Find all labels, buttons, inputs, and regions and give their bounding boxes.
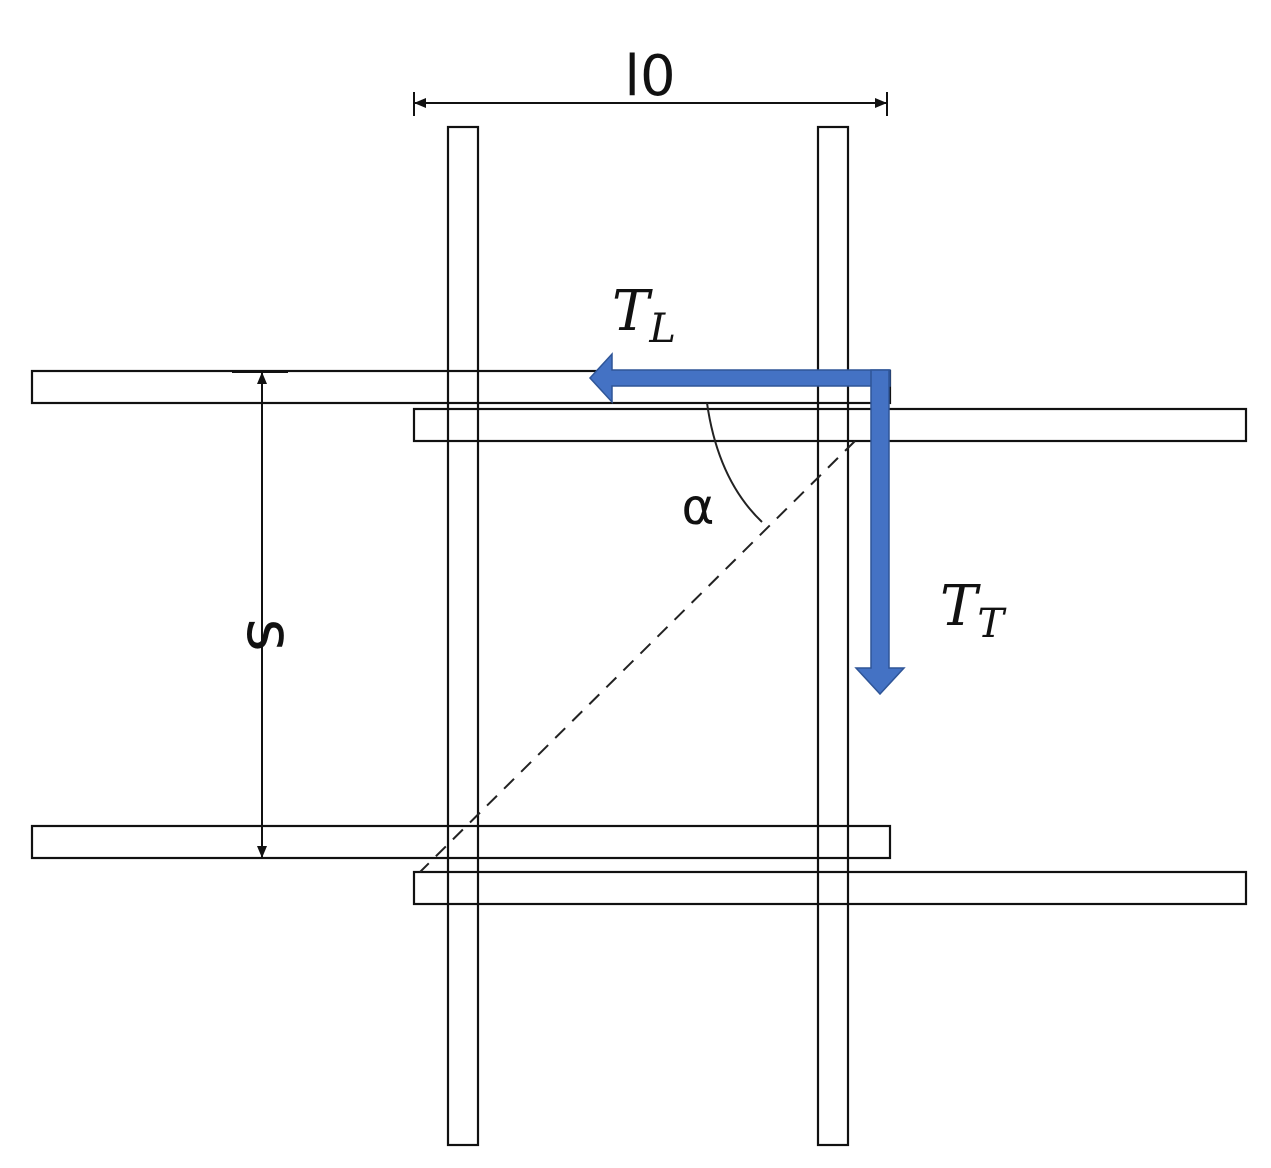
longitudinal-force-arrow-shape bbox=[588, 352, 891, 404]
vertical-bar-right bbox=[816, 125, 850, 1147]
diagonal-dashed-line bbox=[419, 440, 856, 873]
longitudinal-force-arrow bbox=[588, 352, 891, 404]
angle-arc bbox=[706, 402, 763, 523]
horizontal-bar-lower-right bbox=[412, 870, 1248, 906]
longitudinal-force-symbol: T bbox=[612, 279, 653, 344]
transverse-force-subscript: T bbox=[977, 601, 1007, 647]
longitudinal-force-label: TL bbox=[612, 279, 676, 352]
horizontal-bar-upper-right bbox=[412, 407, 1248, 443]
vertical-bar-left bbox=[446, 125, 480, 1147]
transverse-force-arrow-shape bbox=[854, 369, 906, 696]
angle-label: α bbox=[682, 478, 715, 536]
transverse-force-symbol: T bbox=[940, 574, 981, 639]
longitudinal-force-subscript: L bbox=[648, 306, 676, 352]
transverse-force-label: TT bbox=[940, 574, 1007, 647]
transverse-force-arrow bbox=[854, 369, 906, 696]
dimension-label-l0: l0 bbox=[624, 44, 675, 109]
dimension-label-s: s bbox=[232, 618, 306, 651]
